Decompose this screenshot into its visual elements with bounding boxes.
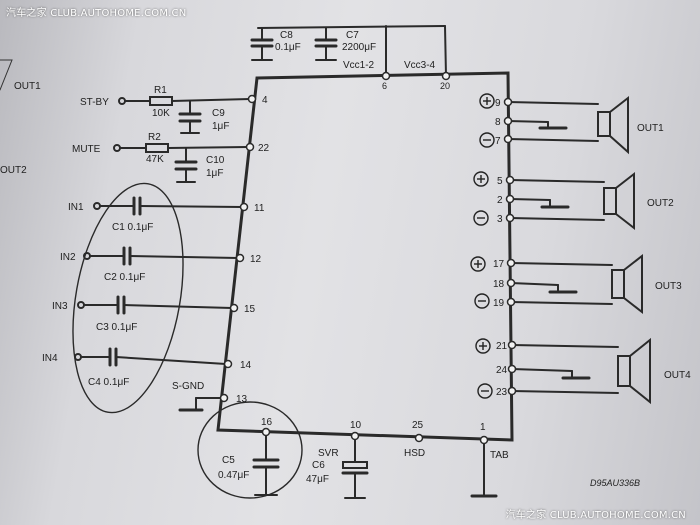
output-group-3 [510, 253, 643, 315]
pin-6: 6 [382, 81, 387, 91]
svr-label: SVR [318, 448, 339, 459]
c9-label: C9 [212, 108, 225, 119]
pin-13: 13 [236, 394, 248, 405]
c9-value: 1μF [212, 121, 229, 132]
watermark-top: 汽车之家 CLUB.AUTOHOME.COM.CN [6, 8, 187, 19]
out3-label: OUT3 [655, 281, 682, 292]
pin-3: 3 [497, 214, 503, 225]
pin-15: 15 [244, 304, 256, 315]
pin-1: 1 [480, 422, 486, 433]
part-code: D95AU336B [590, 478, 640, 488]
pin-11: 11 [254, 203, 265, 214]
in4-label: IN4 [42, 353, 58, 364]
mute-net: MUTE [72, 144, 101, 155]
c5-value: 0.47μF [218, 470, 249, 481]
in3-label: IN3 [52, 301, 68, 312]
output-group-2 [509, 171, 635, 231]
pin-8: 8 [495, 117, 501, 128]
pin-10: 10 [350, 420, 362, 431]
in2-label: IN2 [60, 252, 76, 263]
pin-18: 18 [493, 279, 505, 290]
c6-label: C6 [312, 460, 325, 471]
pin-12: 12 [250, 254, 262, 265]
ic-body [216, 71, 514, 442]
pin-19: 19 [493, 298, 505, 309]
c3-label: C3 0.1μF [96, 322, 137, 333]
pin-17: 17 [493, 259, 505, 270]
c8-label: C8 [280, 30, 293, 41]
pin-9: 9 [495, 98, 501, 109]
out1-label: OUT1 [637, 123, 664, 134]
stby-net: ST-BY [80, 97, 109, 108]
c8-value: 0.1μF [275, 42, 301, 53]
pin-2: 2 [497, 195, 503, 206]
vcc12-label: Vcc1-2 [343, 60, 375, 71]
out4-label: OUT4 [664, 370, 691, 381]
pin-25: 25 [412, 420, 424, 431]
pin-21: 21 [496, 341, 508, 352]
c4-label: C4 0.1μF [88, 377, 129, 388]
watermark-bottom: 汽车之家 CLUB.AUTOHOME.COM.CN [505, 510, 686, 521]
pin-5: 5 [497, 176, 503, 187]
out2-label: OUT2 [647, 198, 674, 209]
pin-22: 22 [258, 143, 270, 154]
r1-label: R1 [154, 85, 167, 96]
output-group-4 [511, 337, 651, 405]
pin-23: 23 [496, 387, 508, 398]
in1-label: IN1 [68, 202, 84, 213]
output-group-1 [507, 95, 629, 155]
pin-16: 16 [261, 417, 273, 428]
tab-label: TAB [490, 450, 509, 461]
vcc34-label: Vcc3-4 [404, 60, 436, 71]
c5-label: C5 [222, 455, 235, 466]
edge-label-out1: OUT1 [14, 81, 41, 92]
pin-14: 14 [240, 360, 252, 371]
edge-label-out2: OUT2 [0, 165, 27, 176]
c10-label: C10 [206, 155, 225, 166]
c10-value: 1μF [206, 168, 223, 179]
sgnd-label: S-GND [172, 381, 204, 392]
c1-label: C1 0.1μF [112, 222, 153, 233]
c2-label: C2 0.1μF [104, 272, 145, 283]
c7-label: C7 [346, 30, 359, 41]
hsd-label: HSD [404, 448, 425, 459]
pin-4: 4 [262, 95, 268, 106]
pin-20: 20 [440, 81, 450, 91]
r1-value: 10K [152, 108, 170, 119]
pin-7: 7 [495, 136, 501, 147]
r2-label: R2 [148, 132, 161, 143]
c7-value: 2200μF [342, 42, 376, 53]
r2-value: 47K [146, 154, 164, 165]
pin-24: 24 [496, 365, 508, 376]
c6-value: 47μF [306, 474, 329, 485]
